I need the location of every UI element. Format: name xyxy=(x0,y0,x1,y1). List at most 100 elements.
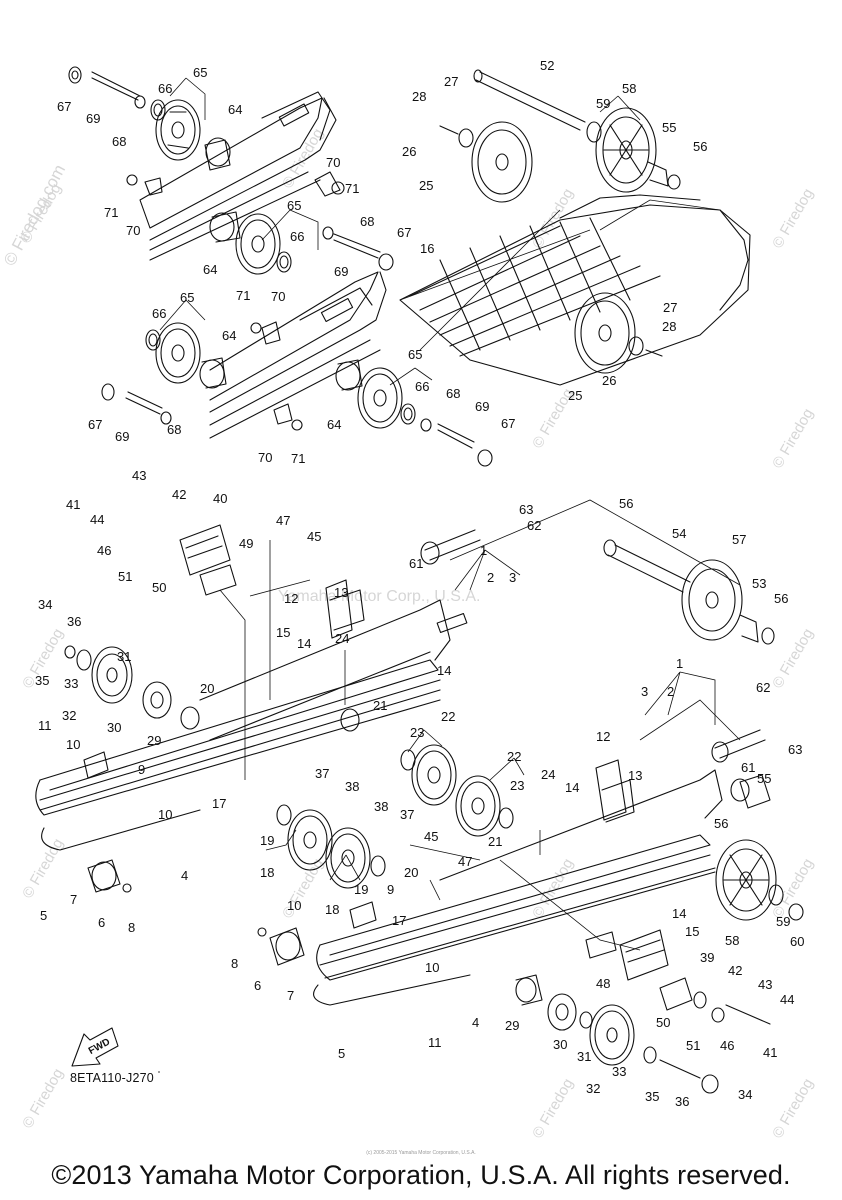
callout-68: 68 xyxy=(446,386,460,401)
callout-31: 31 xyxy=(117,649,131,664)
wheel-65-top xyxy=(68,66,201,161)
callout-55: 55 xyxy=(757,771,771,786)
spacer-64-fourth xyxy=(335,359,363,391)
callout-6: 6 xyxy=(98,915,105,930)
callout-64: 64 xyxy=(203,262,217,277)
callout-43: 43 xyxy=(132,468,146,483)
callout-59: 59 xyxy=(596,96,610,111)
callout-16: 16 xyxy=(420,241,434,256)
callout-46: 46 xyxy=(720,1038,734,1053)
callout-2: 2 xyxy=(487,570,494,585)
callout-28: 28 xyxy=(662,319,676,334)
callout-54: 54 xyxy=(672,526,686,541)
callout-53: 53 xyxy=(752,576,766,591)
callout-45: 45 xyxy=(424,829,438,844)
callout-33: 33 xyxy=(612,1064,626,1079)
bushing-55-right xyxy=(730,774,771,809)
callout-28: 28 xyxy=(412,89,426,104)
callout-32: 32 xyxy=(586,1081,600,1096)
callout-8: 8 xyxy=(128,920,135,935)
callout-24: 24 xyxy=(541,767,555,782)
callout-23: 23 xyxy=(410,725,424,740)
callout-20: 20 xyxy=(200,681,214,696)
callout-2: 2 xyxy=(667,684,674,699)
callout-1: 1 xyxy=(676,656,683,671)
callout-9: 9 xyxy=(387,882,394,897)
axle-52 xyxy=(473,69,586,131)
callout-47: 47 xyxy=(458,854,472,869)
callout-15: 15 xyxy=(276,625,290,640)
callout-12: 12 xyxy=(284,591,298,606)
callout-56: 56 xyxy=(693,139,707,154)
callout-71: 71 xyxy=(236,288,250,303)
callout-63: 63 xyxy=(788,742,802,757)
callout-68: 68 xyxy=(360,214,374,229)
callout-4: 4 xyxy=(181,868,188,883)
wheel-57 xyxy=(681,559,775,645)
callout-51: 51 xyxy=(686,1038,700,1053)
component-40 xyxy=(179,524,231,576)
callout-57: 57 xyxy=(732,532,746,547)
callout-25: 25 xyxy=(419,178,433,193)
callout-52: 52 xyxy=(540,58,554,73)
diagram-code: 8ETA110-J270 xyxy=(70,1071,154,1085)
fine-print: (c) 2005-2015 Yamaha Motor Corporation, … xyxy=(366,1150,476,1156)
callout-68: 68 xyxy=(167,422,181,437)
bracket-70 xyxy=(126,171,345,197)
callout-70: 70 xyxy=(271,289,285,304)
callout-1: 1 xyxy=(480,543,487,558)
callout-9: 9 xyxy=(138,762,145,777)
callout-24: 24 xyxy=(335,631,349,646)
wheel-32-lower xyxy=(579,1004,719,1094)
callout-71: 71 xyxy=(104,205,118,220)
callout-65: 65 xyxy=(287,198,301,213)
callout-50: 50 xyxy=(656,1015,670,1030)
callout-56: 56 xyxy=(714,816,728,831)
component-12-13-right xyxy=(595,759,635,823)
wheel-18-right xyxy=(325,827,386,889)
callout-42: 42 xyxy=(728,963,742,978)
callout-32: 32 xyxy=(62,708,76,723)
callout-69: 69 xyxy=(334,264,348,279)
callout-14: 14 xyxy=(437,663,451,678)
callout-37: 37 xyxy=(315,766,329,781)
callout-60: 60 xyxy=(790,934,804,949)
wheel-32 xyxy=(64,645,133,704)
component-6-lower xyxy=(257,927,305,966)
callout-27: 27 xyxy=(444,74,458,89)
callout-20: 20 xyxy=(404,865,418,880)
callout-70: 70 xyxy=(126,223,140,238)
callout-3: 3 xyxy=(641,684,648,699)
callout-labels: 65 66 64 67 69 68 70 71 71 70 65 68 67 6… xyxy=(35,58,804,1109)
callout-67: 67 xyxy=(57,99,71,114)
spacer-64-top xyxy=(204,137,231,171)
shaft-61-right xyxy=(711,729,766,763)
callout-69: 69 xyxy=(475,399,489,414)
callout-65: 65 xyxy=(408,347,422,362)
callout-64: 64 xyxy=(228,102,242,117)
wheel-58-top xyxy=(586,107,681,193)
callout-62: 62 xyxy=(527,518,541,533)
callout-11: 11 xyxy=(38,718,52,733)
callout-55: 55 xyxy=(662,120,676,135)
component-12-13-left xyxy=(325,579,365,639)
callout-66: 66 xyxy=(152,306,166,321)
callout-65: 65 xyxy=(193,65,207,80)
callout-71: 71 xyxy=(291,451,305,466)
wheel-65-second xyxy=(235,213,394,275)
spacer-64-third xyxy=(199,357,227,389)
callout-5: 5 xyxy=(40,908,47,923)
callout-67: 67 xyxy=(397,225,411,240)
callout-40: 40 xyxy=(213,491,227,506)
callout-61: 61 xyxy=(741,760,755,775)
callout-68: 68 xyxy=(112,134,126,149)
callout-13: 13 xyxy=(334,585,348,600)
callout-23: 23 xyxy=(510,778,524,793)
callout-25: 25 xyxy=(568,388,582,403)
callout-35: 35 xyxy=(35,673,49,688)
spacer-64-second xyxy=(209,211,241,243)
callout-65: 65 xyxy=(180,290,194,305)
callout-33: 33 xyxy=(64,676,78,691)
callout-18: 18 xyxy=(260,865,274,880)
shaft-61 xyxy=(420,529,481,565)
